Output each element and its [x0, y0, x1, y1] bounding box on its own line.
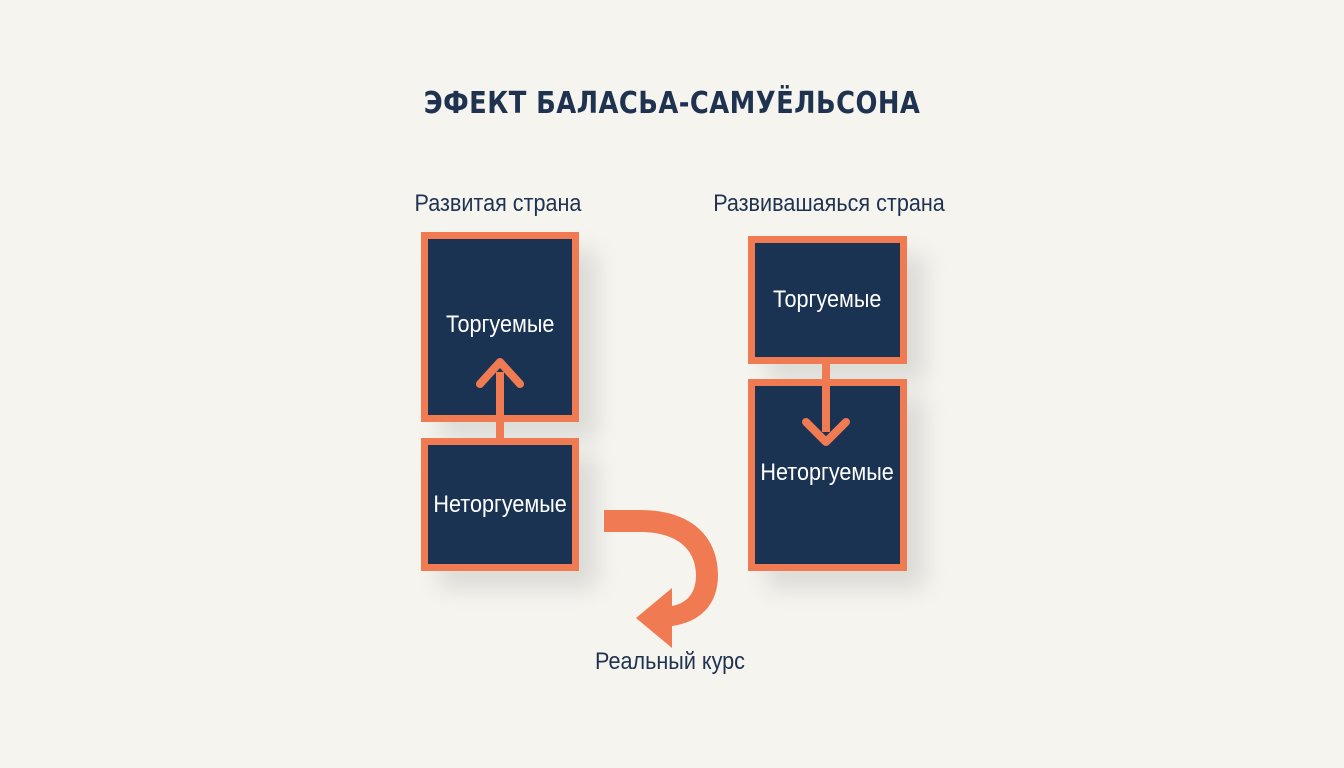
developed-tradable-label: Торгуемые [445, 311, 555, 338]
developed-nontradable-label: Неторгуемые [433, 490, 567, 518]
developed-country-label: Развитая страна [414, 190, 582, 217]
developing-tradable-label: Торгуемые [773, 286, 882, 313]
diagram-title: ЭФЕКТ БАЛАСЬА-САМУЁЛЬСОНА [423, 86, 921, 121]
curved-arrow-icon [604, 510, 718, 648]
developing-nontradable-box: Неторгуемые [748, 379, 907, 571]
developing-country-label: Развивашаяься страна [713, 190, 945, 217]
developed-nontradable-box: Неторгуемые [421, 438, 579, 571]
developing-nontradable-label: Неторгуемые [760, 459, 895, 486]
developed-tradable-box: Торгуемые [421, 232, 579, 422]
real-exchange-rate-label: Реальный курс [595, 648, 745, 675]
developing-tradable-box: Торгуемые [748, 236, 907, 364]
